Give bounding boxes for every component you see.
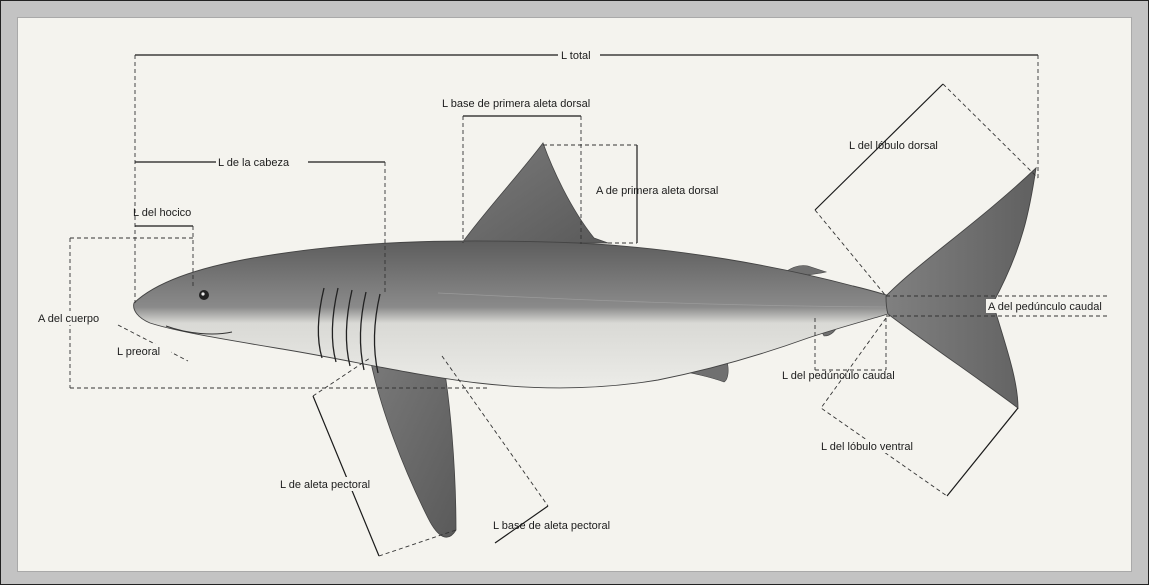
label-dorsal-lobe: L del lóbulo dorsal [849, 140, 938, 152]
label-snout-length: L del hocico [133, 207, 191, 219]
label-caudal-peduncle-height: A del pedúnculo caudal [988, 301, 1102, 313]
shark-body [134, 241, 890, 388]
first-dorsal-fin [462, 143, 608, 243]
label-pectoral-length: L de aleta pectoral [280, 479, 370, 491]
label-total-length: L total [561, 50, 591, 62]
illustration-canvas: L total L base de primera aleta dorsal L… [17, 17, 1132, 572]
label-preoral-length: L preoral [117, 346, 160, 358]
label-first-dorsal-height: A de primera aleta dorsal [596, 185, 718, 197]
shark-measurement-diagram: L total L base de primera aleta dorsal L… [18, 18, 1131, 571]
label-head-length: L de la cabeza [218, 157, 290, 169]
label-caudal-peduncle-length: L del pedúnculo caudal [782, 370, 895, 382]
label-first-dorsal-base: L base de primera aleta dorsal [442, 98, 590, 110]
caudal-fin [886, 168, 1036, 408]
label-ventral-lobe: L del lóbulo ventral [821, 441, 913, 453]
label-body-height: A del cuerpo [38, 313, 99, 325]
shark-illustration [134, 143, 1036, 537]
label-pectoral-base: L base de aleta pectoral [493, 520, 610, 532]
